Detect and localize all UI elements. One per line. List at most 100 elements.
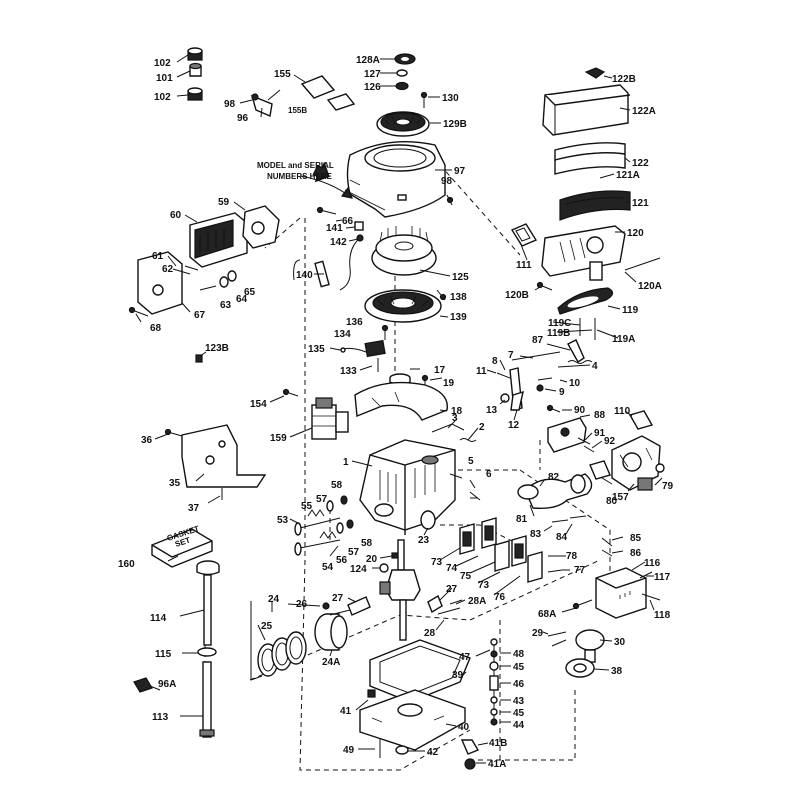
label-27-cap: 27 [446,584,458,595]
label-18: 18 [451,406,463,417]
part-shaft-stack-45-48 [489,638,499,726]
label-119: 119 [622,305,639,316]
label-46: 46 [513,679,525,690]
part-stud-120a [624,257,661,271]
label-24: 24 [268,594,280,605]
label-120a: 120A [638,281,662,292]
label-19: 19 [443,378,455,389]
part-screws-28-28a [437,599,463,615]
part-gasket-80 [589,460,611,480]
label-12: 12 [508,420,520,431]
part-clip-96a [133,677,153,693]
callout-line-1: MODEL and SERIAL [257,161,334,170]
label-38: 38 [611,666,623,677]
label-126: 126 [364,82,381,93]
part-washer-128a [394,53,416,65]
part-screws-91-92 [577,437,595,453]
part-clip-123b [195,354,203,363]
label-124: 124 [350,564,367,575]
part-clip-66 [316,206,337,215]
label-102-bottom: 102 [154,92,171,103]
label-28: 28 [424,628,436,639]
label-96a: 96A [158,679,176,690]
part-screw-154 [282,388,299,397]
label-85: 85 [630,533,642,544]
part-sump-40 [359,689,466,751]
part-elbow-41b [460,739,480,755]
model-serial-callout: MODEL and SERIAL NUMBERS HERE [257,161,353,199]
part-filter-121 [559,190,631,221]
part-flywheel-125 [371,226,437,276]
part-precleaner-122 [554,142,626,175]
label-23: 23 [418,535,430,546]
label-101: 101 [156,73,173,84]
part-clip-9 [536,384,544,392]
part-screw-117 [639,571,653,579]
label-56: 56 [336,555,348,566]
label-45-top: 45 [513,662,525,673]
label-9: 9 [559,387,565,398]
part-number-labels: 102 101 102 155 155B 98 96 128A 127 126 … [118,55,674,770]
part-screw-120b [536,281,553,291]
label-75: 75 [460,571,472,582]
part-cap-102-top [187,47,203,61]
part-screw-68 [128,306,149,317]
label-41b: 41B [489,738,507,749]
label-91: 91 [594,428,606,439]
label-76: 76 [494,592,506,603]
part-valve-53 [294,517,341,536]
part-base-120 [541,225,626,281]
label-98-housing: 98 [441,176,453,187]
part-gear-30 [575,629,605,663]
label-122: 122 [632,158,649,169]
label-121a: 121A [616,170,640,181]
part-valve-54 [294,539,341,556]
label-139: 139 [450,312,467,323]
part-spring-4 [567,360,593,364]
label-81: 81 [516,514,528,525]
label-47: 47 [459,652,471,663]
label-129b: 129B [443,119,467,130]
part-springs-55-56 [307,509,337,539]
label-121: 121 [632,198,649,209]
label-135: 135 [308,344,325,355]
part-gasket-59 [242,205,280,249]
part-screw-10 [537,377,553,381]
label-155b: 155B [288,106,307,115]
part-cover-122a [542,84,631,136]
part-screw-5 [449,473,463,479]
label-119c: 119C [548,318,571,329]
part-cap-101 [189,62,202,77]
label-160: 160 [118,559,135,570]
label-113: 113 [152,712,169,723]
label-3: 3 [452,413,458,424]
part-link-7 [511,351,561,361]
part-screws-61-62 [172,265,199,275]
part-screw-90 [546,404,561,413]
part-seal-23 [420,510,436,530]
part-governor-link-87 [546,339,585,364]
part-bracket-96 [250,89,281,117]
label-98-top: 98 [224,99,236,110]
label-36: 36 [141,435,153,446]
label-92: 92 [604,436,616,447]
part-retainers-57 [326,500,344,534]
label-142: 142 [330,237,347,248]
part-screw-29 [547,631,567,647]
part-screws-83-84 [551,515,587,523]
label-4: 4 [592,361,598,372]
label-41a: 41A [488,759,506,770]
part-screw-130 [420,91,428,108]
part-screw-118 [641,593,661,601]
label-130: 130 [442,93,459,104]
callout-line-2: NUMBERS HERE [267,172,333,181]
part-carburetor-157 [611,435,661,491]
label-2: 2 [479,422,485,433]
label-40: 40 [458,722,470,733]
label-120b: 120B [505,290,529,301]
label-26: 26 [296,599,308,610]
label-119b: 119B [547,328,570,339]
label-39: 39 [452,670,464,681]
label-110: 110 [614,406,631,417]
label-74: 74 [446,563,458,574]
